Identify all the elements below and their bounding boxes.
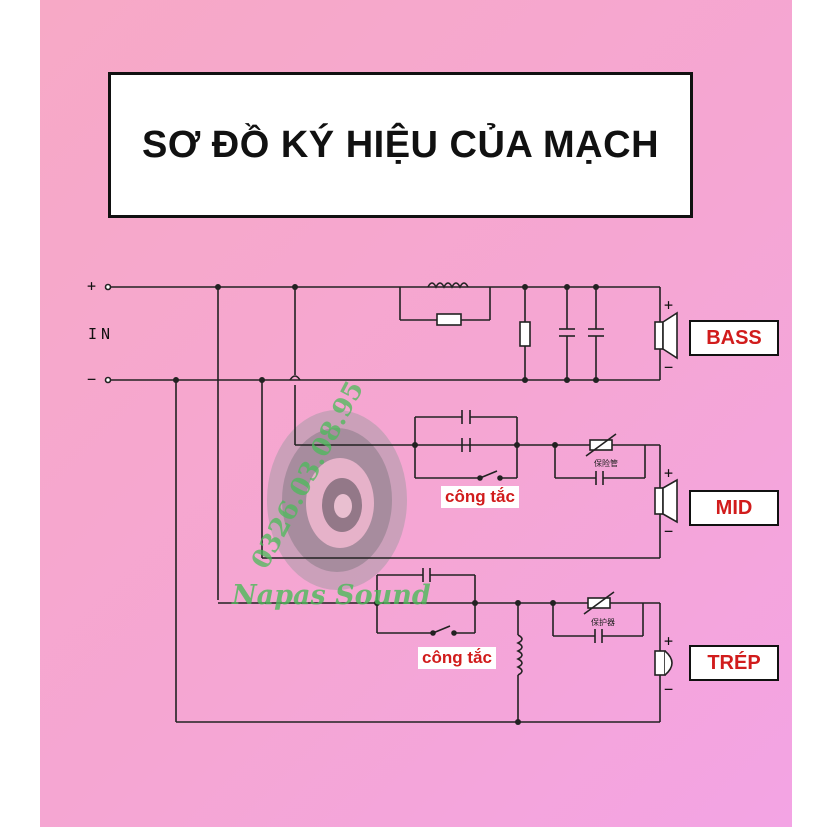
mid-minus-sign: − — [664, 522, 674, 540]
treble-label: TRÉP — [689, 645, 779, 681]
mid-plus-sign: + — [664, 464, 674, 482]
page-title: SƠ ĐỒ KÝ HIỆU CỦA MẠCH — [141, 123, 660, 166]
mid-label-text: MID — [715, 496, 753, 519]
speaker-watermark-icon — [267, 410, 407, 590]
bass-label: BASS — [689, 320, 779, 356]
bass-label-text: BASS — [706, 326, 762, 349]
mid-label: MID — [689, 490, 779, 526]
input-minus-sign: − — [87, 370, 97, 388]
mid-switch-label: công tắc — [441, 486, 519, 508]
treble-plus-sign: + — [664, 632, 674, 650]
bass-minus-sign: − — [664, 358, 674, 376]
input-plus-sign: + — [87, 277, 97, 295]
treble-protector-label: 保护器 — [591, 617, 615, 627]
treble-switch-label: công tắc — [418, 647, 496, 669]
bass-plus-sign: + — [664, 296, 674, 314]
title-box: SƠ ĐỒ KÝ HIỆU CỦA MẠCH — [108, 72, 693, 218]
input-label: IN — [88, 325, 115, 343]
watermark-brand: Napas Sound — [232, 580, 431, 611]
mid-protector-label: 保险管 — [594, 458, 618, 468]
treble-minus-sign: − — [664, 680, 674, 698]
treble-label-text: TRÉP — [707, 651, 761, 674]
